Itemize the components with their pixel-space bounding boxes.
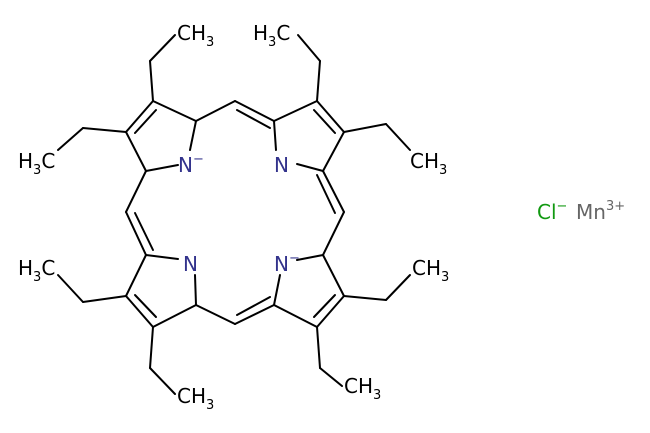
methyl-label-8: CH3 [344,374,381,403]
methyl-label-1: CH3 [177,21,214,50]
meso-bridges [125,100,345,325]
nitrogen-atom-bottom-left: N [183,252,198,276]
pyrrole-ring-top-right [273,34,411,172]
methyl-label-7: CH3 [177,384,214,413]
methyl-label-2: H3C [253,21,290,50]
manganese-ion: Mn3+ [576,199,625,224]
chloride-ion: Cl− [537,199,567,224]
nitrogen-atom-bottom-right: N− [274,251,300,276]
pyrrole-ring-bottom-right [273,254,411,387]
nitrogen-atom-top-right: N [274,153,289,177]
methyl-label-3: H3C [18,149,55,178]
nitrogen-atom-top-left: N− [178,152,204,177]
pyrrole-ring-top-left [57,34,197,172]
pyrrole-ring-bottom-left [57,254,197,395]
methyl-label-4: CH3 [410,149,447,178]
methyl-label-6: CH3 [412,256,449,285]
methyl-label-5: H3C [18,256,55,285]
